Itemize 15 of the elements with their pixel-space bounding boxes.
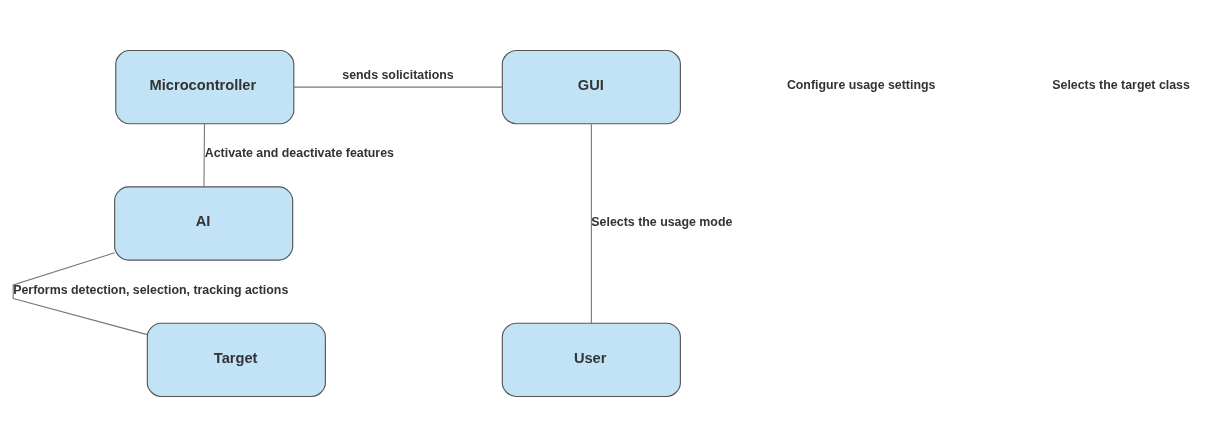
node-box: GUI xyxy=(501,49,681,124)
connector xyxy=(12,251,148,335)
connector xyxy=(293,86,503,88)
edge-label: Selects the usage mode xyxy=(591,214,733,229)
edge-label: Activate and deactivate features xyxy=(204,145,394,160)
label: Configure usage settings xyxy=(786,77,936,92)
edge-label: Performs detection, selection, tracking actions xyxy=(13,282,289,297)
node-box: AI xyxy=(114,185,294,261)
edge-label: sends solicitations xyxy=(342,67,454,82)
label: Selects the target class xyxy=(1052,77,1190,92)
connector xyxy=(203,122,206,187)
connector xyxy=(590,123,592,324)
node-box: Microcontroller xyxy=(115,49,295,124)
node-box: Target xyxy=(146,322,326,397)
node-box: User xyxy=(501,322,681,397)
